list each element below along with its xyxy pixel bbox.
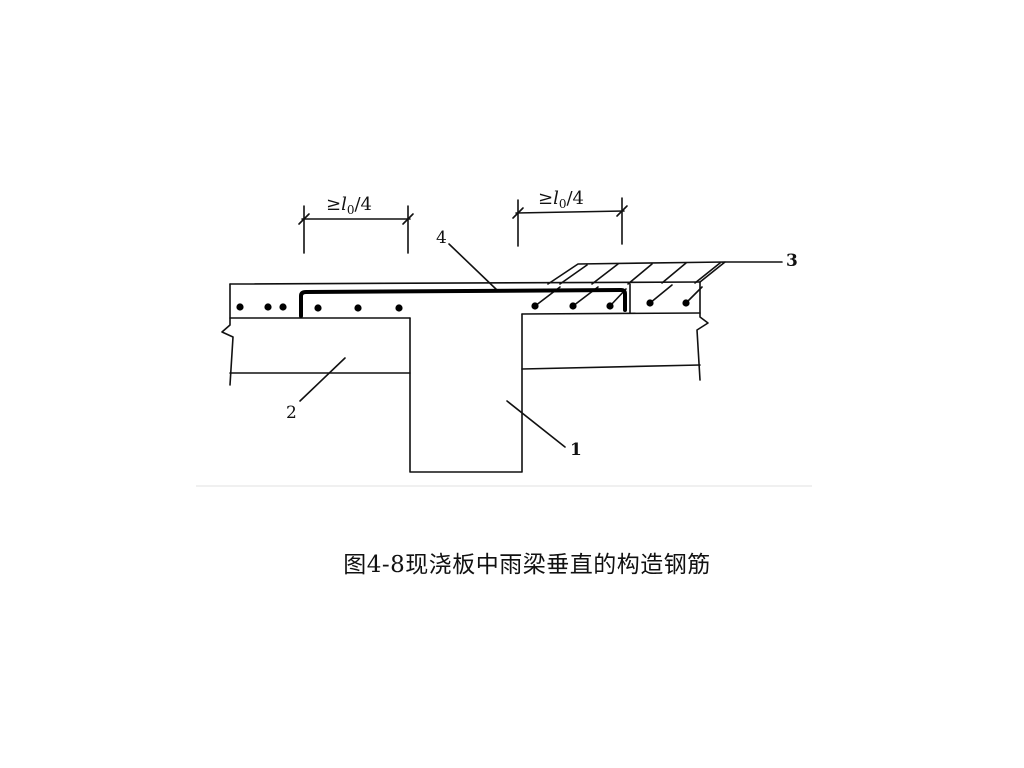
dim-right-slash (616, 205, 628, 217)
hatch-line (661, 262, 687, 284)
rebar-dot (569, 302, 577, 310)
label-1: 1 (570, 440, 582, 460)
dim-right-slash (512, 207, 524, 219)
leader-4 (448, 243, 499, 292)
rebar-dot (354, 304, 362, 312)
leader-2 (299, 357, 346, 402)
rebar-dot (314, 304, 322, 312)
precast-slab-outline (547, 261, 726, 285)
rebar-dot (395, 304, 403, 312)
label-3: 3 (786, 251, 798, 271)
dim-right-label: ≥l0/4 (538, 188, 584, 211)
right-slab-bottom (521, 312, 701, 315)
rebar-dot (606, 302, 614, 310)
hatch-line (685, 286, 703, 304)
rebar-dot (646, 299, 654, 307)
dim-left-label: ≥l0/4 (326, 194, 372, 217)
dim-left-slash (298, 213, 310, 225)
slab-top-line (229, 281, 701, 285)
label-4: 4 (436, 228, 447, 248)
rebar-dot (264, 303, 272, 311)
rebar-dot (682, 299, 690, 307)
leader-1 (506, 400, 566, 448)
rebar-dot (279, 303, 287, 311)
dim-right-line (515, 210, 625, 214)
hatch-line (694, 262, 721, 284)
beam-outline (409, 313, 523, 473)
label-2: 2 (286, 403, 297, 423)
right-lower-slab-line (521, 364, 701, 370)
hatch-line (559, 264, 588, 285)
hatch-line (649, 284, 673, 304)
rebar-4 (299, 288, 627, 318)
rebar-dot (236, 303, 244, 311)
right-break-line (696, 281, 709, 381)
hatch-line (627, 263, 653, 285)
figure-caption: 图4-8现浇板中雨梁垂直的构造钢筋 (343, 552, 711, 578)
dim-left-slash (402, 213, 414, 225)
left-break-line (221, 283, 234, 386)
hatch-line (591, 263, 619, 285)
rebar-dot (531, 302, 539, 310)
